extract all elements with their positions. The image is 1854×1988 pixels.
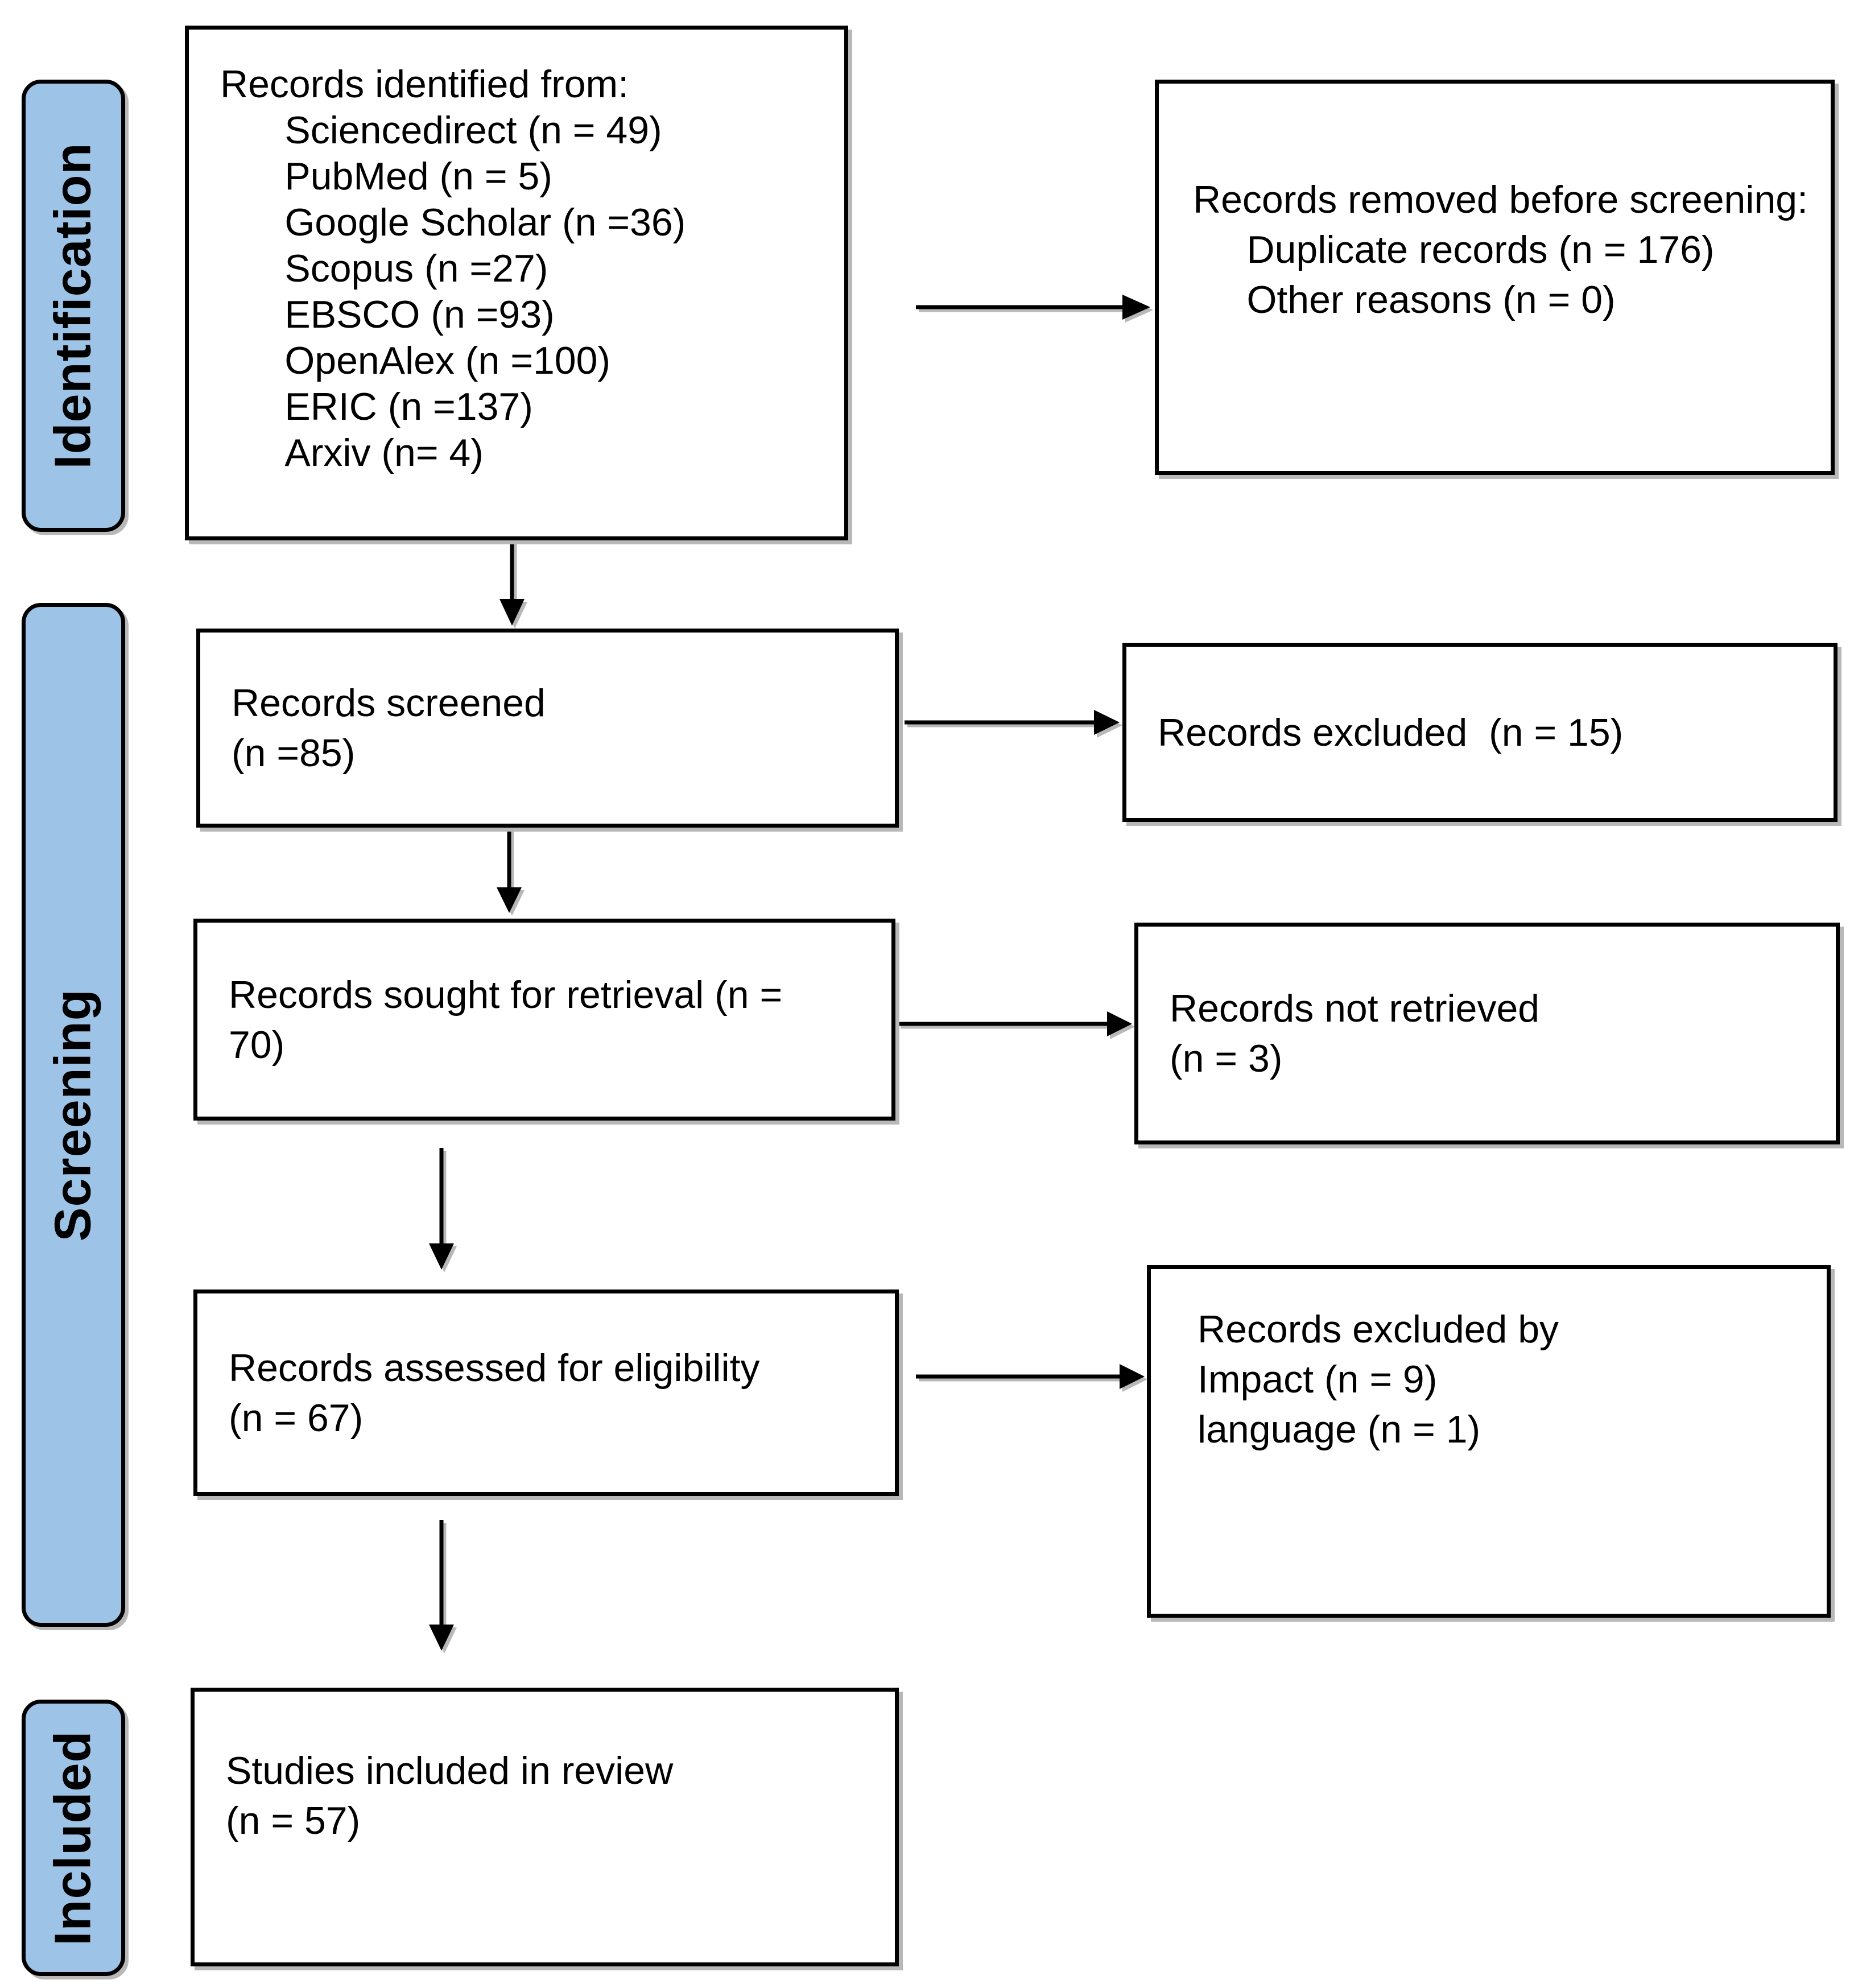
arrow-head-icon: [1107, 1011, 1132, 1036]
box-records-screened: Records screened (n =85): [196, 629, 899, 828]
box-records-removed-text: Records removed before screening: Duplic…: [1193, 178, 1808, 321]
arrow-head-icon: [429, 1625, 454, 1651]
arrow-screened-to-sought: [497, 828, 522, 913]
arrow-head-icon: [1122, 295, 1150, 320]
arrow-identified-to-screened: [499, 540, 525, 626]
arrow-assessed-to-included: [429, 1520, 454, 1651]
arrow-head-icon: [1094, 710, 1120, 735]
box-records-identified: Records identified from: Sciencedirect (…: [185, 26, 848, 540]
box-records-sought-text: Records sought for retrieval (n = 70): [229, 973, 783, 1067]
arrow-identified-to-removed: [916, 295, 1150, 320]
stage-label-screening: Screening: [44, 988, 102, 1242]
box-studies-included: Studies included in review (n = 57): [191, 1688, 899, 1966]
box-records-excluded: Records excluded (n = 15): [1122, 643, 1838, 822]
box-records-assessed-text: Records assessed for eligibility (n = 67…: [229, 1346, 760, 1440]
box-records-sought: Records sought for retrieval (n = 70): [193, 919, 895, 1121]
arrow-head-icon: [429, 1243, 454, 1270]
box-records-not-retrieved: Records not retrieved (n = 3): [1134, 923, 1840, 1144]
arrow-assessed-to-excluded-by: [916, 1364, 1145, 1389]
stage-label-included: Included: [44, 1730, 102, 1946]
box-records-excluded-by: Records excluded by Impact (n = 9) langu…: [1147, 1265, 1831, 1618]
box-records-identified-text: Records identified from: Sciencedirect (…: [220, 63, 686, 474]
arrow-head-icon: [1120, 1364, 1145, 1389]
box-records-assessed: Records assessed for eligibility (n = 67…: [193, 1289, 899, 1496]
box-records-excluded-text: Records excluded (n = 15): [1158, 710, 1624, 754]
arrow-sought-to-not-retrieved: [898, 1011, 1132, 1036]
stage-bar-identification: Identification: [22, 80, 125, 532]
box-records-screened-text: Records screened (n =85): [232, 681, 546, 775]
arrow-head-icon: [499, 599, 525, 626]
box-studies-included-text: Studies included in review (n = 57): [226, 1749, 674, 1842]
box-records-not-retrieved-text: Records not retrieved (n = 3): [1170, 987, 1540, 1080]
stage-bar-included: Included: [22, 1700, 125, 1976]
arrow-sought-to-assessed: [429, 1148, 454, 1270]
box-records-excluded-by-text: Records excluded by Impact (n = 9) langu…: [1198, 1308, 1559, 1451]
arrow-head-icon: [497, 887, 522, 913]
stage-label-identification: Identification: [44, 142, 102, 469]
arrow-screened-to-excluded: [905, 710, 1120, 735]
stage-bar-screening: Screening: [22, 603, 125, 1627]
box-records-removed: Records removed before screening: Duplic…: [1155, 80, 1835, 475]
